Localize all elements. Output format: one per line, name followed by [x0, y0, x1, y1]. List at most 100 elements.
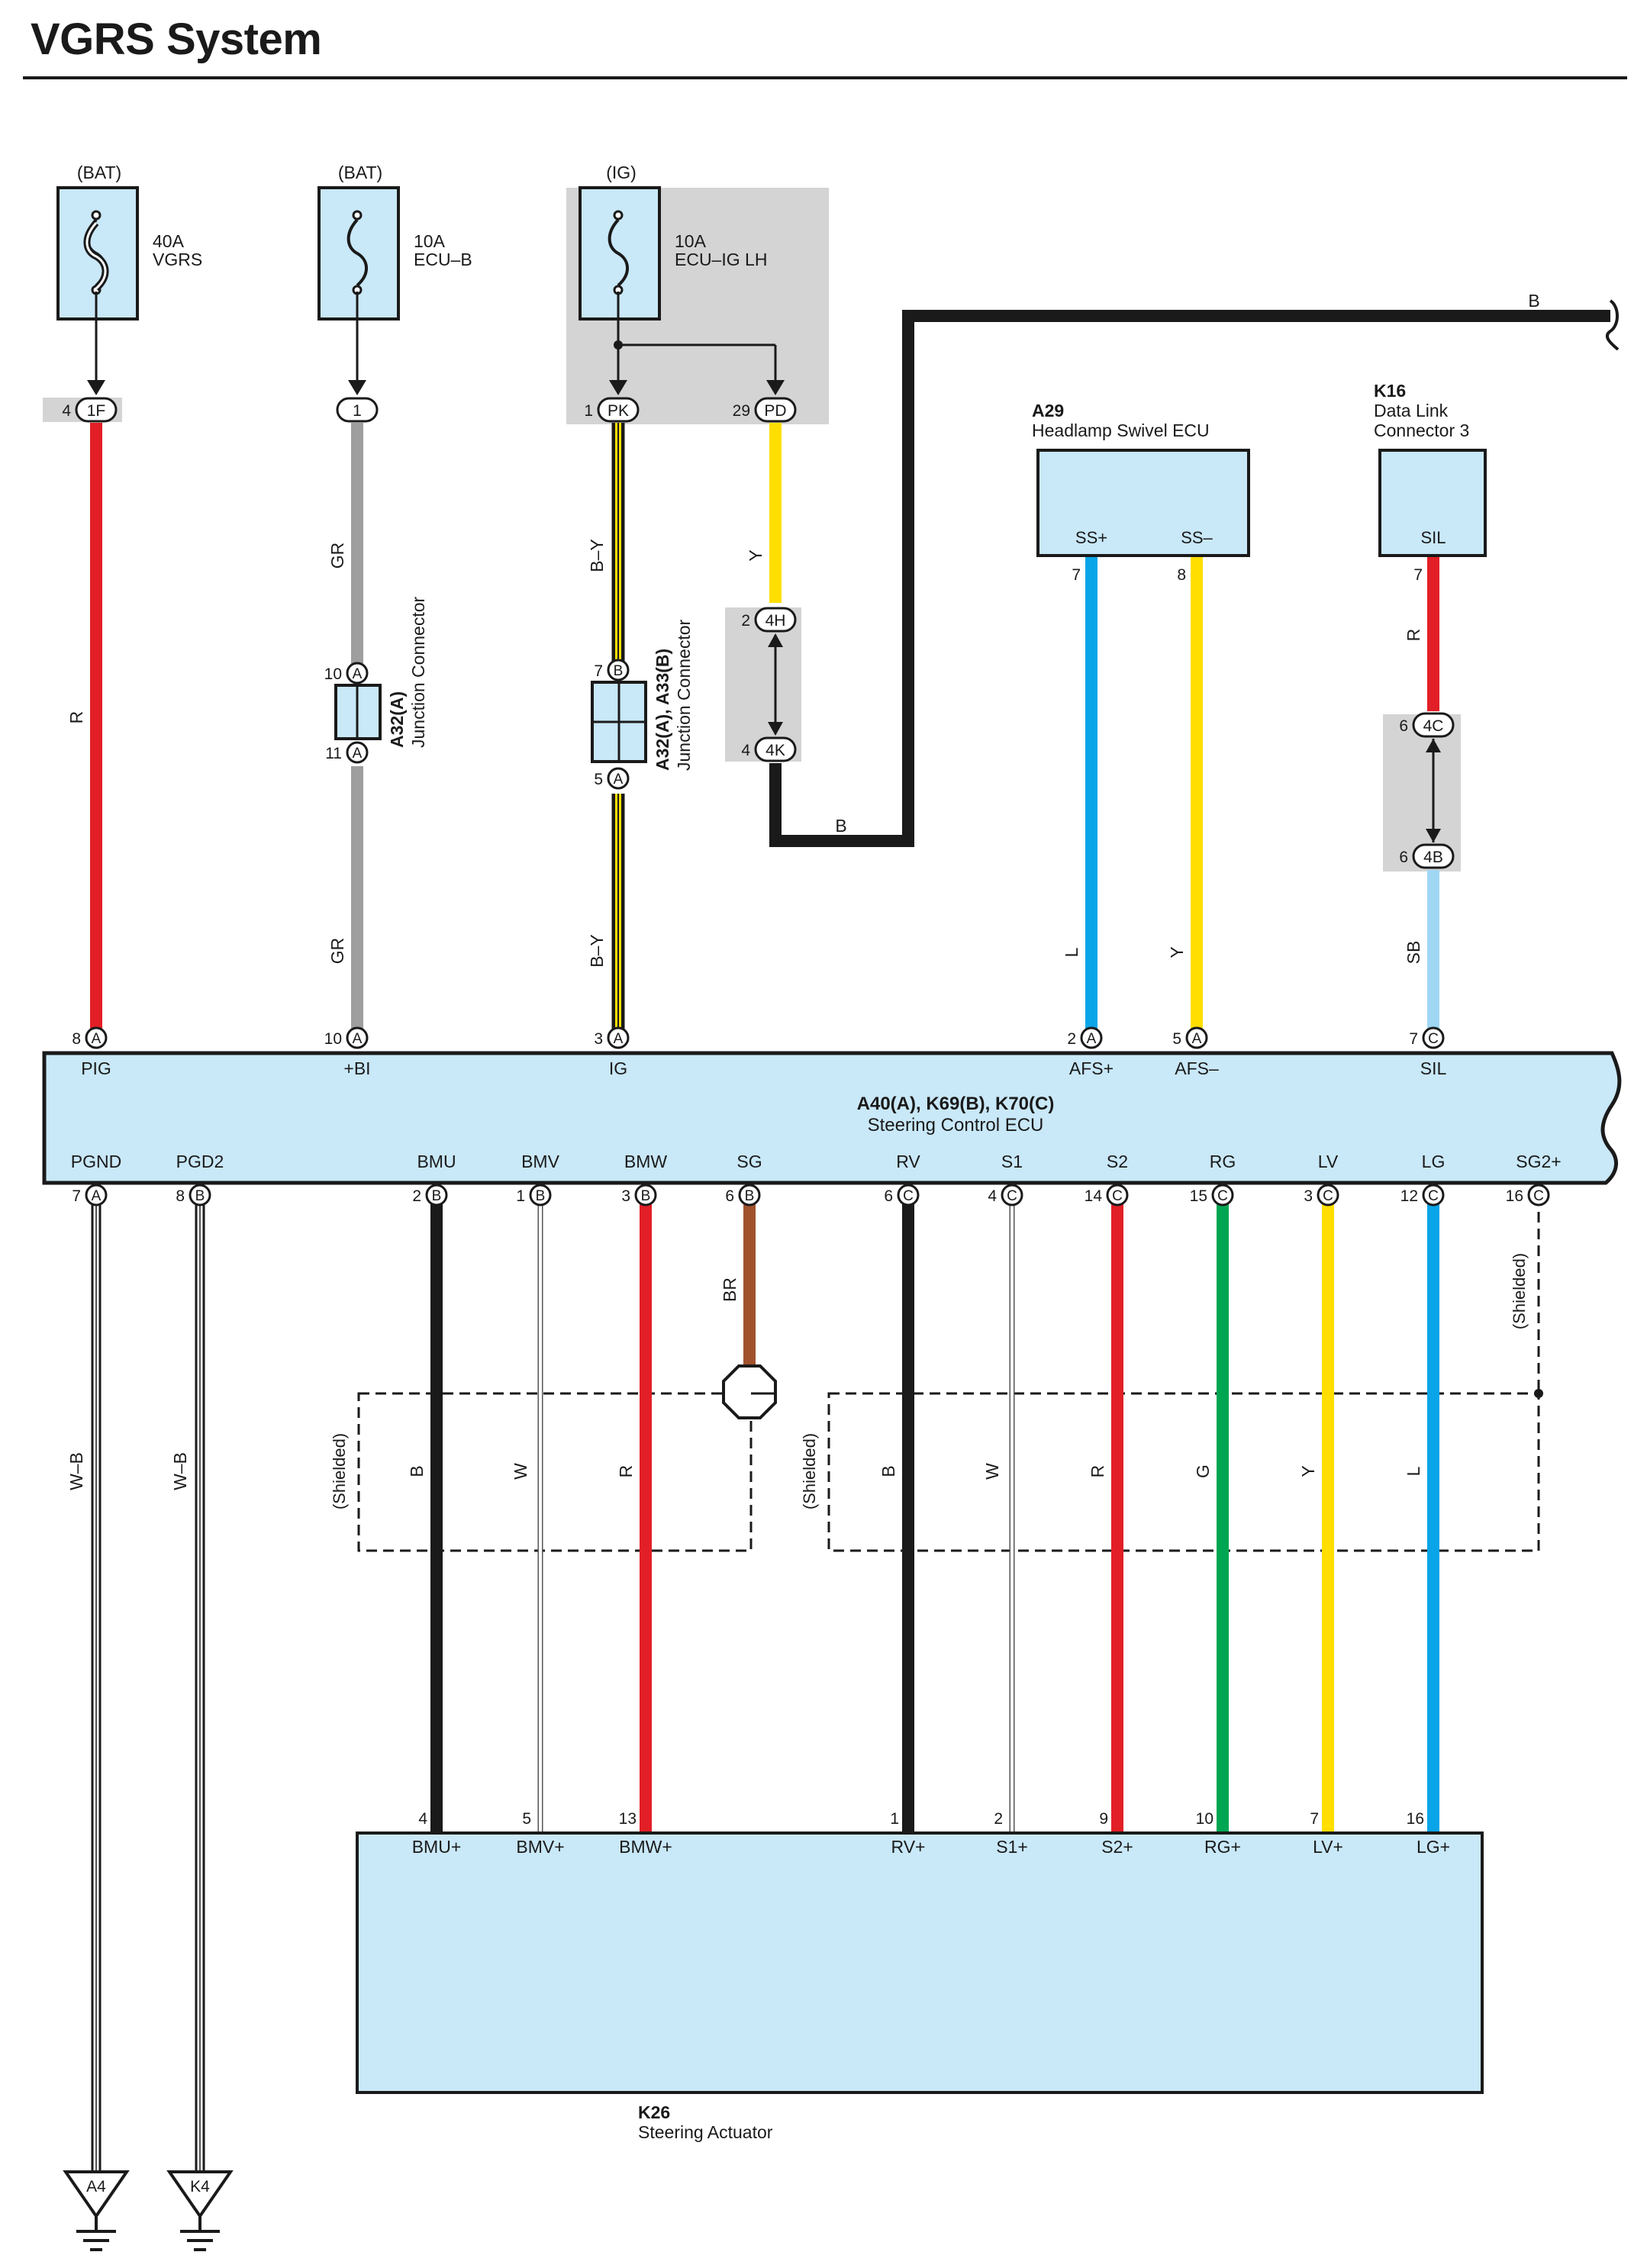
ecu-bottom-pin-6-code: C: [903, 1188, 914, 1204]
ecu-bottom-pin-11-num: 12: [1400, 1187, 1418, 1205]
fuse-ecuig-source: (IG): [606, 163, 637, 182]
actuator-label-7: LV+: [1313, 1837, 1343, 1857]
k16-box: [1378, 449, 1487, 557]
ecu-bottom-label-1: PGD2: [176, 1152, 224, 1171]
title-rule: [23, 76, 1627, 79]
ecu-top-pin-0-num: 8: [72, 1030, 81, 1048]
ecu-name: Steering Control ECU: [868, 1115, 1044, 1136]
a33-top-pin-code: B: [614, 663, 624, 679]
label-bottom-wire-3: W: [511, 1463, 530, 1480]
ground-0-code: A4: [86, 2178, 106, 2196]
ecu-bottom-pin-3-num: 1: [516, 1187, 525, 1205]
actuator-label-6: RG+: [1204, 1837, 1241, 1857]
fuse-ecuig-name: ECU–IG LH: [675, 250, 767, 269]
a29-num-ssm: 8: [1177, 566, 1186, 584]
ecu-top-pin-4-code: A: [1192, 1031, 1202, 1047]
actuator-num-2: 13: [619, 1810, 637, 1828]
fuse-ecuig-rating: 10A: [675, 231, 707, 251]
ecu-top-pin-3-circle: [1080, 1026, 1103, 1049]
k16-name-1: Data Link: [1374, 401, 1449, 420]
a29-pin-ssm: SS–: [1181, 528, 1213, 547]
b4-link-arrow-down: [1426, 829, 1441, 842]
sg-shield-terminal: [722, 1364, 777, 1419]
shielded-label-right: (Shielded): [800, 1433, 819, 1509]
jb-1-oval: [336, 397, 379, 423]
a32-top-pin-circle: [346, 662, 369, 685]
conn-4c-code: 4C: [1423, 717, 1444, 735]
ecu-top-pin-2-code: A: [614, 1031, 624, 1047]
conn-4k-oval: [754, 736, 797, 762]
a32-top-pin-code: A: [353, 666, 363, 682]
actuator-label-4: S1+: [996, 1837, 1028, 1857]
ecu-top-pin-4-circle: [1185, 1026, 1208, 1049]
ground-0-triangle: [63, 2170, 130, 2219]
ecu-top-pin-0-circle: [85, 1026, 108, 1049]
sg2-shield-node: [1534, 1389, 1543, 1398]
a33-bot-pin-code: A: [614, 772, 624, 788]
ecu-bottom-pin-7-code: C: [1007, 1188, 1017, 1204]
ecu-bottom-pin-11-code: C: [1428, 1188, 1439, 1204]
actuator-num-6: 10: [1196, 1810, 1213, 1828]
ecu-top-label-1: +BI: [343, 1058, 370, 1078]
page-title: VGRS System: [31, 14, 322, 64]
label-sil-r: R: [1404, 629, 1423, 642]
ecu-bottom-label-4: BMW: [624, 1152, 668, 1171]
ecu-top-label-3: AFS+: [1069, 1058, 1114, 1078]
ecub-arrow: [348, 380, 366, 395]
ecu-bottom-pin-2-code: B: [432, 1188, 442, 1204]
ecu-bottom-label-6: RV: [896, 1152, 920, 1171]
ecu-top-pin-5-code: C: [1428, 1031, 1439, 1047]
ecu-bottom-pin-3-code: B: [536, 1188, 546, 1204]
ecu-bottom-label-3: BMV: [521, 1152, 560, 1171]
ecu-bottom-pin-5-circle: [738, 1184, 761, 1206]
ecu-top-pin-2-num: 3: [594, 1030, 603, 1048]
label-sg-br: BR: [720, 1277, 740, 1302]
ecu-bottom-pin-2-circle: [425, 1184, 448, 1206]
k16-num-sil: 7: [1413, 566, 1423, 584]
ecu-bottom-pin-9-circle: [1211, 1184, 1234, 1206]
ecu-bottom-pin-0-num: 7: [72, 1187, 81, 1205]
shielded-label-sg2: (Shielded): [1510, 1253, 1529, 1329]
ecu-top-pin-2-circle: [607, 1026, 630, 1049]
ground-1-triangle: [166, 2170, 234, 2219]
shield-box-right: [827, 1392, 1540, 1552]
label-pig-r: R: [66, 711, 86, 724]
ecu-bottom-pin-8-code: C: [1112, 1188, 1123, 1204]
jb-pk-code: PK: [608, 402, 629, 420]
ecu-bottom-label-12: SG2+: [1516, 1152, 1561, 1171]
label-bi-gr-bot: GR: [327, 938, 347, 965]
ecu-bottom-pin-1-num: 8: [176, 1187, 185, 1205]
ecu-bottom-label-2: BMU: [417, 1152, 456, 1171]
pd-arrow: [766, 380, 785, 395]
label-b-low: B: [835, 816, 846, 836]
actuator-label-3: RV+: [891, 1837, 926, 1857]
actuator-num-0: 4: [418, 1810, 427, 1828]
h4-link-arrow-up: [768, 633, 783, 647]
k16-pin-sil: SIL: [1420, 528, 1446, 547]
steering-control-ecu-body: [42, 1051, 1622, 1185]
ecu-bottom-pin-2-num: 2: [412, 1187, 421, 1205]
conn-4b-oval: [1412, 843, 1455, 869]
a32-bot-pin-circle: [346, 741, 369, 764]
fuse-ecub-term-top: [352, 210, 363, 221]
fuse-vgrs-source: (BAT): [77, 163, 121, 182]
ecu-top-pin-3-code: A: [1087, 1031, 1097, 1047]
ecu-bottom-pin-6-num: 6: [884, 1187, 893, 1205]
fuse-ecuig-element: [608, 218, 629, 287]
ecu-bottom-pin-10-code: C: [1323, 1188, 1333, 1204]
ecu-bottom-pin-9-num: 15: [1190, 1187, 1207, 1205]
ecu-top-pin-1-code: A: [353, 1031, 363, 1047]
ecu-top-label-5: SIL: [1420, 1058, 1447, 1078]
actuator-num-5: 9: [1099, 1810, 1108, 1828]
conn-4c-oval: [1412, 712, 1455, 738]
ecu-top-pin-4-num: 5: [1172, 1030, 1181, 1048]
ecu-bottom-pin-11-circle: [1422, 1184, 1445, 1206]
jb-1f-oval: [75, 397, 118, 423]
jb-1-code: 1: [353, 402, 362, 420]
label-ig-by-bot: B–Y: [587, 934, 607, 967]
a32-ref: A32(A): [387, 691, 407, 748]
actuator-label-0: BMU+: [412, 1837, 462, 1857]
ecu-bottom-pin-5-code: B: [745, 1188, 755, 1204]
